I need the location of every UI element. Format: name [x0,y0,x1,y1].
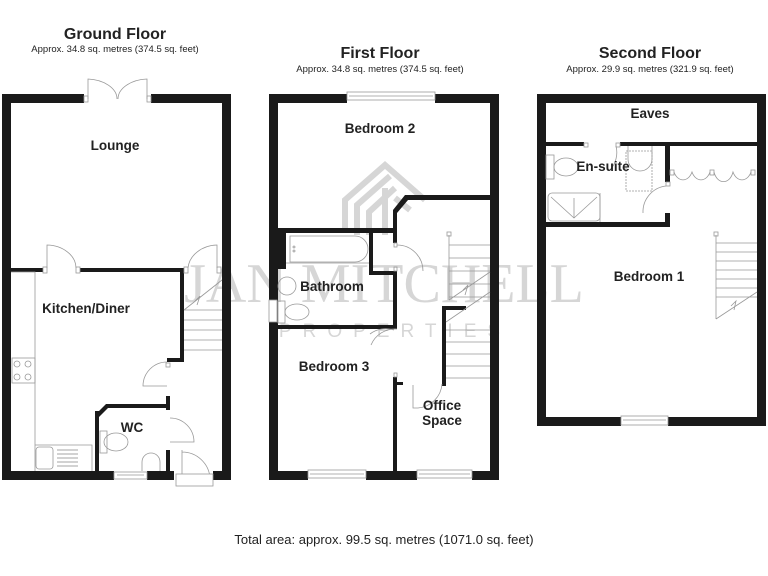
second-walls [537,94,766,426]
second-window-icon [620,415,669,426]
total-area: Total area: approx. 99.5 sq. metres (107… [234,532,534,547]
ground-floor-plan: Lounge Kitchen/Diner WC [2,78,231,487]
room-bedroom-3: Bedroom 3 [299,359,370,374]
kitchen-units [11,271,93,471]
room-office-space-line2: Space [422,413,462,428]
ground-door-swings-icon [42,244,222,487]
room-bathroom: Bathroom [300,279,364,294]
ensuite-fixtures-icon [545,146,653,222]
watermark-logo-icon [342,161,427,235]
first-door-swings-icon [369,242,443,409]
ground-walls [2,94,231,480]
ground-stairs-icon [183,279,223,351]
room-kitchen-diner: Kitchen/Diner [42,301,131,316]
ground-french-doors-icon [83,78,152,103]
first-walls [269,94,499,480]
second-floor-plan: Eaves En-suite Bedroom 1 [537,94,766,426]
watermark-name: JAN MITCHELL [184,253,584,315]
room-en-suite: En-suite [576,159,630,174]
room-eaves: Eaves [630,106,669,121]
first-floor-plan: Bedroom 2 Bathroom Bedroom 3 Office Spac… [268,91,499,480]
second-floor-area: Approx. 29.9 sq. metres (321.9 sq. feet) [566,64,734,75]
second-stairs-icon [713,231,758,320]
first-stairs-icon [445,231,491,379]
ground-floor-title: Ground Floor [63,26,167,43]
room-wc: WC [121,420,144,435]
first-floor-area: Approx. 34.8 sq. metres (374.5 sq. feet) [296,64,464,75]
room-bedroom-2: Bedroom 2 [345,121,416,136]
bathroom-fixtures-icon [277,235,369,324]
second-door-swings-icon [583,142,756,214]
wc-fixtures-icon [99,430,161,480]
second-floor-title: Second Floor [598,45,702,62]
ground-floor-area: Approx. 34.8 sq. metres (374.5 sq. feet) [31,44,199,55]
room-bedroom-1: Bedroom 1 [614,269,685,284]
first-windows-icon [268,91,473,479]
first-floor-title: First Floor [340,45,420,62]
room-office-space-line1: Office [423,398,462,413]
watermark: JAN MITCHELL PROPERTIES [184,161,584,342]
room-lounge: Lounge [91,138,140,153]
